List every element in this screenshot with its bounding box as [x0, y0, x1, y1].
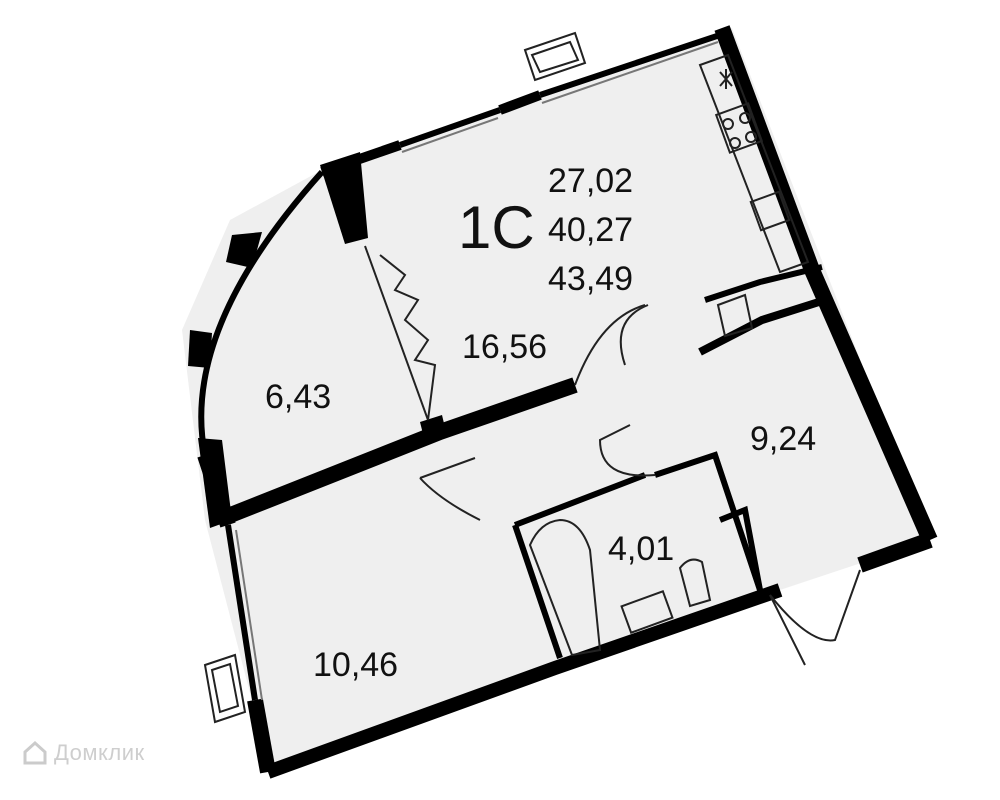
interior-walls	[225, 264, 827, 659]
room-area-kitchen-living: 16,56	[462, 328, 548, 366]
facade-piers	[188, 152, 368, 528]
house-icon	[23, 740, 47, 765]
watermark: Домклик	[22, 740, 145, 766]
balcony-top	[523, 31, 587, 82]
door-swings	[419, 304, 861, 666]
bathroom-fixtures	[528, 293, 754, 657]
apartment-type-label: 1С	[458, 194, 535, 261]
total-area-balcony-value: 43,49	[548, 260, 634, 298]
watermark-text: Домклик	[54, 740, 145, 765]
room-area-bay: 6,43	[265, 378, 332, 416]
wardrobe-doors	[364, 245, 437, 421]
window-lines	[235, 41, 719, 701]
balcony-left	[203, 653, 247, 724]
living-area-value: 27,02	[548, 162, 634, 200]
room-area-bathroom: 4,01	[608, 530, 675, 568]
room-area-hall: 9,24	[750, 420, 817, 458]
room-area-bedroom: 10,46	[313, 646, 399, 684]
kitchen-counter	[698, 53, 810, 274]
wall-stub	[420, 415, 447, 442]
total-area-value: 40,27	[548, 211, 634, 249]
